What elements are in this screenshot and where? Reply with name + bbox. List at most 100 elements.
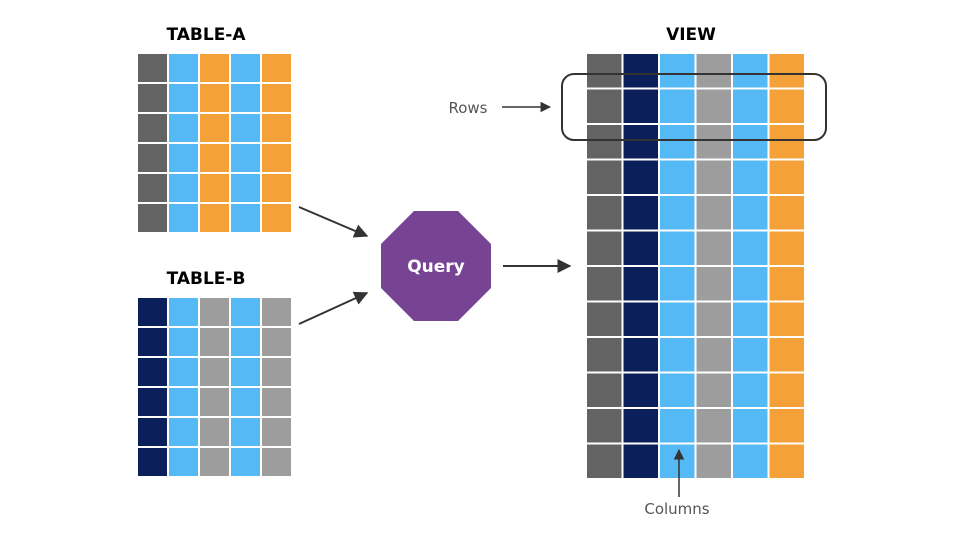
view-cell bbox=[658, 407, 697, 445]
view-cell bbox=[694, 407, 733, 445]
view-cell bbox=[621, 300, 660, 338]
table-b-cell bbox=[260, 356, 293, 388]
view-cell bbox=[658, 442, 697, 480]
view-cell bbox=[621, 442, 660, 480]
view-cell bbox=[767, 158, 806, 196]
table-a-cell bbox=[260, 82, 293, 114]
table-b-cell bbox=[260, 326, 293, 358]
table-a-cell bbox=[260, 172, 293, 204]
view-cell bbox=[767, 336, 806, 374]
table-b-cell bbox=[198, 446, 231, 478]
view-cell bbox=[767, 407, 806, 445]
table-b-cell bbox=[167, 356, 200, 388]
view-cell bbox=[731, 300, 770, 338]
table-b-cell bbox=[136, 416, 169, 448]
table-a-cell bbox=[136, 202, 169, 234]
view-cell bbox=[731, 442, 770, 480]
table-b-cell bbox=[167, 296, 200, 328]
view-cell bbox=[585, 194, 624, 232]
view-cell bbox=[731, 52, 770, 90]
view-cell bbox=[621, 407, 660, 445]
view-cell bbox=[767, 87, 806, 125]
view-cell bbox=[585, 87, 624, 125]
arrow-table-b-to-query bbox=[298, 291, 369, 325]
view-cell bbox=[658, 336, 697, 374]
view-cell bbox=[767, 52, 806, 90]
view-cell bbox=[585, 229, 624, 267]
table-a-cell bbox=[229, 82, 262, 114]
view-cell bbox=[767, 229, 806, 267]
rows-label: Rows bbox=[448, 99, 487, 117]
view-cell bbox=[694, 158, 733, 196]
view-cell bbox=[585, 371, 624, 409]
table-b-cell bbox=[229, 296, 262, 328]
view-cell bbox=[731, 229, 770, 267]
table-b-cell bbox=[260, 386, 293, 418]
table-b-grid bbox=[136, 296, 293, 478]
table-a-cell bbox=[136, 112, 169, 144]
columns-label: Columns bbox=[644, 500, 709, 518]
view-cell bbox=[731, 123, 770, 161]
table-a-cell bbox=[198, 142, 231, 174]
view-cell bbox=[767, 300, 806, 338]
table-a-cell bbox=[229, 52, 262, 84]
table-a-cell bbox=[229, 202, 262, 234]
view-cell bbox=[585, 336, 624, 374]
table-a-grid bbox=[136, 52, 293, 234]
view-cell bbox=[585, 442, 624, 480]
view-cell bbox=[767, 265, 806, 303]
table-a-cell bbox=[198, 172, 231, 204]
table-b-cell bbox=[198, 326, 231, 358]
view-cell bbox=[585, 52, 624, 90]
view-cell bbox=[731, 336, 770, 374]
table-b-cell bbox=[167, 386, 200, 418]
table-a-cell bbox=[198, 202, 231, 234]
view-cell bbox=[731, 194, 770, 232]
table-b-cell bbox=[167, 446, 200, 478]
table-a-cell bbox=[136, 172, 169, 204]
view-cell bbox=[694, 52, 733, 90]
table-b-cell bbox=[136, 356, 169, 388]
view-cell bbox=[621, 194, 660, 232]
view-cell bbox=[694, 371, 733, 409]
table-b-cell bbox=[229, 326, 262, 358]
view-cell bbox=[621, 371, 660, 409]
view-cell bbox=[658, 229, 697, 267]
view-cell bbox=[658, 194, 697, 232]
view-cell bbox=[658, 265, 697, 303]
table-a-cell bbox=[167, 112, 200, 144]
table-a-cell bbox=[229, 112, 262, 144]
table-b-cell bbox=[136, 326, 169, 358]
table-b-cell bbox=[198, 356, 231, 388]
view-cell bbox=[694, 300, 733, 338]
view-cell bbox=[658, 123, 697, 161]
table-b-cell bbox=[229, 386, 262, 418]
view-cell bbox=[694, 229, 733, 267]
table-a-cell bbox=[260, 202, 293, 234]
table-b-cell bbox=[167, 326, 200, 358]
table-a-cell bbox=[136, 82, 169, 114]
view-cell bbox=[767, 371, 806, 409]
table-a-cell bbox=[260, 52, 293, 84]
table-b-cell bbox=[260, 416, 293, 448]
query-node bbox=[381, 211, 491, 321]
table-b-cell bbox=[198, 296, 231, 328]
view-cell bbox=[621, 265, 660, 303]
table-b-cell bbox=[229, 356, 262, 388]
table-a-cell bbox=[136, 52, 169, 84]
table-b-cell bbox=[260, 446, 293, 478]
table-b-cell bbox=[167, 416, 200, 448]
view-cell bbox=[585, 300, 624, 338]
table-b-cell bbox=[198, 416, 231, 448]
view-cell bbox=[621, 336, 660, 374]
view-cell bbox=[658, 87, 697, 125]
table-b-cell bbox=[229, 446, 262, 478]
view-cell bbox=[731, 158, 770, 196]
table-a-cell bbox=[198, 82, 231, 114]
table-a-cell bbox=[167, 142, 200, 174]
view-cell bbox=[731, 371, 770, 409]
table-a-cell bbox=[260, 142, 293, 174]
view-cell bbox=[621, 229, 660, 267]
view-grid bbox=[585, 52, 806, 480]
